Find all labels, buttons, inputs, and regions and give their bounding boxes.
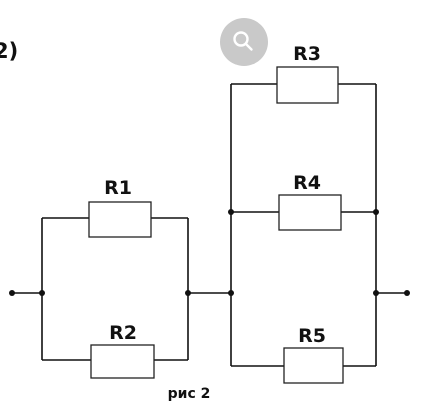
- resistor-r4-label: R4: [293, 172, 321, 194]
- resistor-r3: R3: [276, 43, 339, 104]
- resistor-r4-body: [278, 194, 342, 231]
- resistor-r2-body: [90, 344, 155, 379]
- search-icon: [233, 31, 253, 51]
- figure-number-label: 2): [0, 39, 18, 63]
- resistor-r3-body: [276, 66, 339, 104]
- resistor-r2: R2: [90, 322, 155, 379]
- junction-nodes: [9, 209, 410, 296]
- input-terminal: [9, 290, 15, 296]
- junction-node: [228, 209, 234, 215]
- resistor-r1-body: [88, 201, 152, 238]
- junction-node: [373, 290, 379, 296]
- output-terminal: [404, 290, 410, 296]
- resistor-r5-body: [283, 347, 344, 384]
- junction-node: [373, 209, 379, 215]
- junction-node: [185, 290, 191, 296]
- search-button-bg[interactable]: [220, 18, 268, 66]
- junction-node: [39, 290, 45, 296]
- resistor-r4: R4: [278, 172, 342, 231]
- search-button[interactable]: [220, 18, 268, 66]
- resistor-r5-label: R5: [298, 325, 326, 347]
- figure-caption: рис 2: [168, 386, 211, 402]
- resistor-r1-label: R1: [104, 177, 132, 199]
- junction-node: [228, 290, 234, 296]
- resistor-r2-label: R2: [109, 322, 137, 344]
- resistor-r1: R1: [88, 177, 152, 238]
- wires: [12, 83, 407, 367]
- resistor-r5: R5: [283, 325, 344, 384]
- resistor-r3-label: R3: [293, 43, 321, 65]
